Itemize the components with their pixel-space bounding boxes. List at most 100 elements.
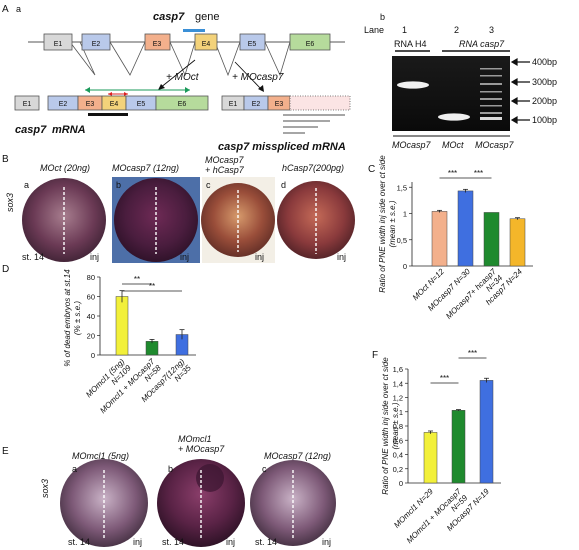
embryo-panel-B-d bbox=[277, 177, 357, 263]
embryo-panel-B-a bbox=[20, 177, 110, 263]
svg-text:MOct: MOct bbox=[442, 140, 464, 150]
panel-label-A-b: b bbox=[380, 12, 385, 22]
y-axis-label: Ratio of PNE width inj side over ct side… bbox=[378, 155, 397, 293]
svg-text:200bp: 200bp bbox=[532, 96, 557, 106]
y-tick-label: 0,4 bbox=[393, 451, 403, 460]
significance-marker: ** bbox=[149, 282, 155, 291]
svg-text:MOmcl1 (5ng): MOmcl1 (5ng) bbox=[72, 451, 129, 461]
svg-text:E4: E4 bbox=[202, 41, 211, 48]
rna-h4-label: RNA H4 bbox=[394, 39, 427, 49]
significance-marker: *** bbox=[440, 374, 449, 383]
y-tick-label: 0,2 bbox=[393, 465, 403, 474]
exon-e6 bbox=[289, 33, 331, 51]
svg-text:inj: inj bbox=[322, 537, 331, 547]
svg-text:st. 14: st. 14 bbox=[22, 252, 44, 262]
bar-F-2 bbox=[479, 380, 494, 484]
bar-C-2 bbox=[483, 212, 500, 267]
y-tick-label: 40 bbox=[87, 312, 95, 321]
svg-text:MOcasp7: MOcasp7 bbox=[475, 140, 515, 150]
svg-text:3: 3 bbox=[489, 25, 494, 35]
svg-text:hCasp7(200pg): hCasp7(200pg) bbox=[282, 163, 344, 173]
svg-text:c: c bbox=[262, 464, 267, 474]
svg-text:MOcasp7 (12ng): MOcasp7 (12ng) bbox=[112, 163, 179, 173]
y-tick-label: 20 bbox=[87, 332, 95, 341]
mo-target-bar bbox=[183, 29, 205, 32]
panel-label-E: E bbox=[2, 446, 9, 457]
embryo-panel-E-b bbox=[157, 459, 245, 547]
sox3-label-B: sox3 bbox=[5, 193, 15, 212]
embryo-panel-B-c bbox=[201, 177, 275, 263]
y-tick-label: 0,6 bbox=[393, 436, 403, 445]
misspliced-label: casp7 misspliced mRNA bbox=[218, 141, 346, 153]
svg-text:st. 14: st. 14 bbox=[162, 537, 184, 547]
marker-arrows bbox=[510, 57, 530, 125]
embryo-panel-E-a bbox=[60, 459, 148, 547]
svg-text:100bp: 100bp bbox=[532, 115, 557, 125]
svg-text:E5: E5 bbox=[248, 41, 257, 48]
svg-text:st. 14: st. 14 bbox=[255, 537, 277, 547]
svg-text:E2: E2 bbox=[92, 41, 101, 48]
y-tick-label: 1,2 bbox=[393, 394, 403, 403]
exon-e4 bbox=[194, 33, 218, 51]
svg-text:E3: E3 bbox=[153, 41, 162, 48]
significance-marker: *** bbox=[468, 349, 477, 358]
gene-structure: E1 E2 E3 E4 E5 E6 bbox=[28, 29, 345, 77]
y-tick-label: 1,4 bbox=[393, 379, 403, 388]
lane-word: Lane bbox=[364, 25, 384, 35]
panel-label-D: D bbox=[2, 264, 9, 275]
misspliced-mrna: E1 E2 E3 bbox=[221, 95, 351, 134]
panel-label-C: C bbox=[368, 164, 375, 175]
embryo-panel-B-b bbox=[112, 177, 200, 263]
svg-text:st. 14: st. 14 bbox=[68, 537, 90, 547]
y-tick-label: 1,5 bbox=[397, 183, 407, 192]
gel-band-h4 bbox=[397, 81, 429, 89]
bar-D-0 bbox=[115, 296, 129, 356]
svg-text:b: b bbox=[116, 180, 121, 190]
svg-text:a: a bbox=[24, 180, 29, 190]
svg-text:E5: E5 bbox=[137, 101, 146, 108]
svg-text:+ hCasp7: + hCasp7 bbox=[205, 165, 245, 175]
gel-band-moct bbox=[438, 113, 470, 121]
exon-e2 bbox=[81, 33, 111, 51]
svg-text:MOmcl1: MOmcl1 bbox=[178, 434, 212, 444]
rna-casp7-label: RNA casp7 bbox=[459, 39, 505, 49]
svg-text:+ MOcasp7: + MOcasp7 bbox=[178, 444, 225, 454]
exon-e5 bbox=[239, 33, 266, 51]
svg-text:MOct (20ng): MOct (20ng) bbox=[40, 163, 90, 173]
y-tick-label: 0 bbox=[403, 262, 407, 271]
exon-e3 bbox=[144, 33, 171, 51]
panel-label-A-a: a bbox=[16, 4, 21, 14]
svg-text:inj: inj bbox=[133, 537, 142, 547]
svg-text:E6: E6 bbox=[306, 41, 315, 48]
svg-text:MOcasp7: MOcasp7 bbox=[205, 155, 245, 165]
svg-text:E1: E1 bbox=[229, 101, 238, 108]
bar-C-3 bbox=[509, 218, 526, 267]
y-tick-label: 1 bbox=[399, 408, 403, 417]
svg-text:d: d bbox=[281, 180, 286, 190]
y-tick-label: 1,6 bbox=[393, 365, 403, 374]
gel-smear-mocasp7 bbox=[480, 68, 502, 120]
svg-text:E6: E6 bbox=[178, 101, 187, 108]
exon-e1 bbox=[43, 33, 73, 51]
y-tick-label: 1 bbox=[403, 210, 407, 219]
svg-text:inj: inj bbox=[180, 252, 189, 262]
significance-marker: ** bbox=[134, 275, 140, 284]
bar-D-1 bbox=[145, 341, 159, 356]
svg-text:E3: E3 bbox=[86, 101, 95, 108]
sox3-label-E: sox3 bbox=[40, 479, 50, 498]
significance-marker: *** bbox=[474, 169, 483, 178]
bar-F-1 bbox=[451, 410, 466, 484]
svg-text:inj: inj bbox=[255, 252, 264, 262]
panel-label-F: F bbox=[372, 350, 378, 361]
embryo-panel-E-c bbox=[250, 460, 336, 546]
svg-text:E4: E4 bbox=[110, 101, 119, 108]
svg-text:E1: E1 bbox=[23, 101, 32, 108]
svg-text:400bp: 400bp bbox=[532, 57, 557, 67]
y-tick-label: 60 bbox=[87, 293, 95, 302]
svg-text:c: c bbox=[206, 180, 211, 190]
svg-text:a: a bbox=[72, 464, 77, 474]
bar-C-0 bbox=[431, 211, 448, 267]
svg-text:E3: E3 bbox=[275, 101, 284, 108]
